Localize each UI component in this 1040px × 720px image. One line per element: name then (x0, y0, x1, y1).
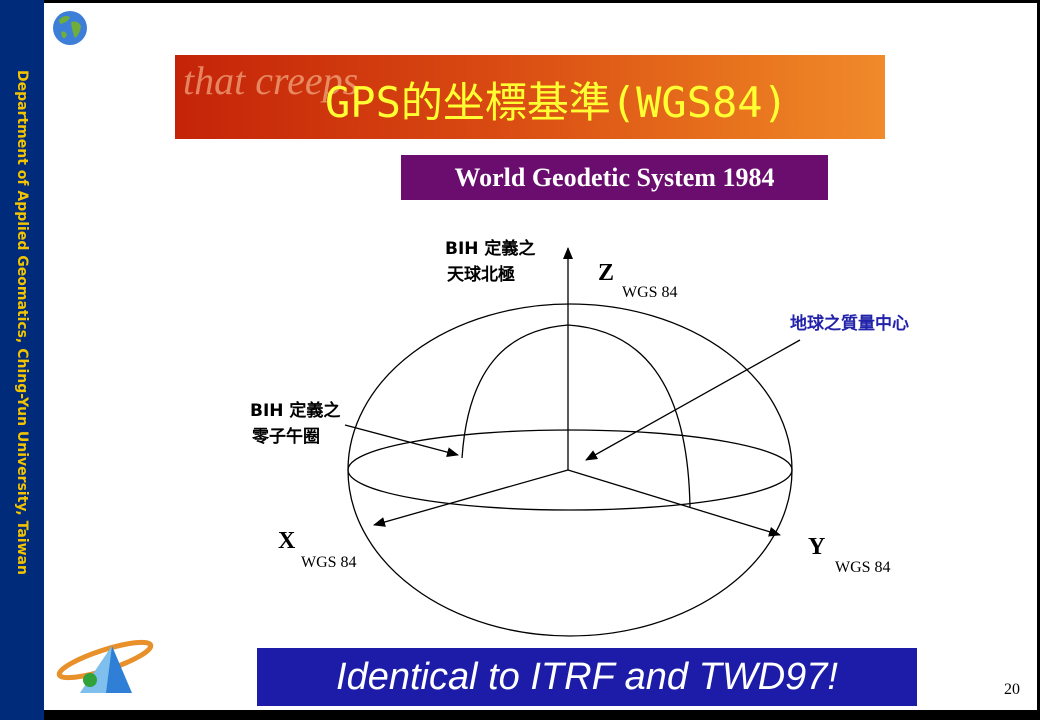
meridian-label-line1: BIH 定義之 (250, 400, 340, 421)
meridian-label-line2: 零子午圈 (251, 426, 320, 447)
subtitle: World Geodetic System 1984 (401, 155, 828, 200)
axis-y-subscript: WGS 84 (835, 559, 891, 576)
z-pole-label-line2: 天球北極 (447, 264, 515, 285)
axis-x-subscript: WGS 84 (301, 554, 357, 571)
axis-z-label: Z (598, 260, 614, 286)
mass-center-label: 地球之質量中心 (790, 313, 909, 334)
y-axis (567, 469, 781, 537)
frame-right-border (1037, 0, 1040, 720)
title-watermark: that creeps (183, 58, 359, 103)
title-banner: that creeps GPS的坐標基準(WGS84) (175, 55, 885, 139)
page-title: GPS的坐標基準(WGS84) (325, 78, 788, 127)
axis-z-subscript: WGS 84 (622, 284, 678, 301)
frame-top-border (44, 0, 1040, 3)
sidebar: Department of Applied Geomatics, Ching-Y… (0, 0, 44, 720)
meridian-pointer (344, 424, 459, 458)
z-pole-label-line1: BIH 定義之 (445, 238, 535, 259)
x-axis (373, 469, 569, 527)
meridian-arc-right (567, 324, 691, 509)
mass-center-pointer (585, 339, 801, 461)
prime-meridian-arc (461, 324, 569, 459)
university-logo-icon (56, 639, 154, 693)
axis-x-label: X (278, 528, 296, 554)
footer-banner: Identical to ITRF and TWD97! (257, 648, 917, 706)
sidebar-department-text: Department of Applied Geomatics, Ching-Y… (14, 70, 30, 575)
equator-ellipse (347, 429, 793, 511)
axis-y-label: Y (808, 534, 825, 560)
page-number: 20 (1004, 681, 1020, 698)
globe-icon (53, 11, 87, 45)
frame-bottom-border (44, 710, 1040, 720)
